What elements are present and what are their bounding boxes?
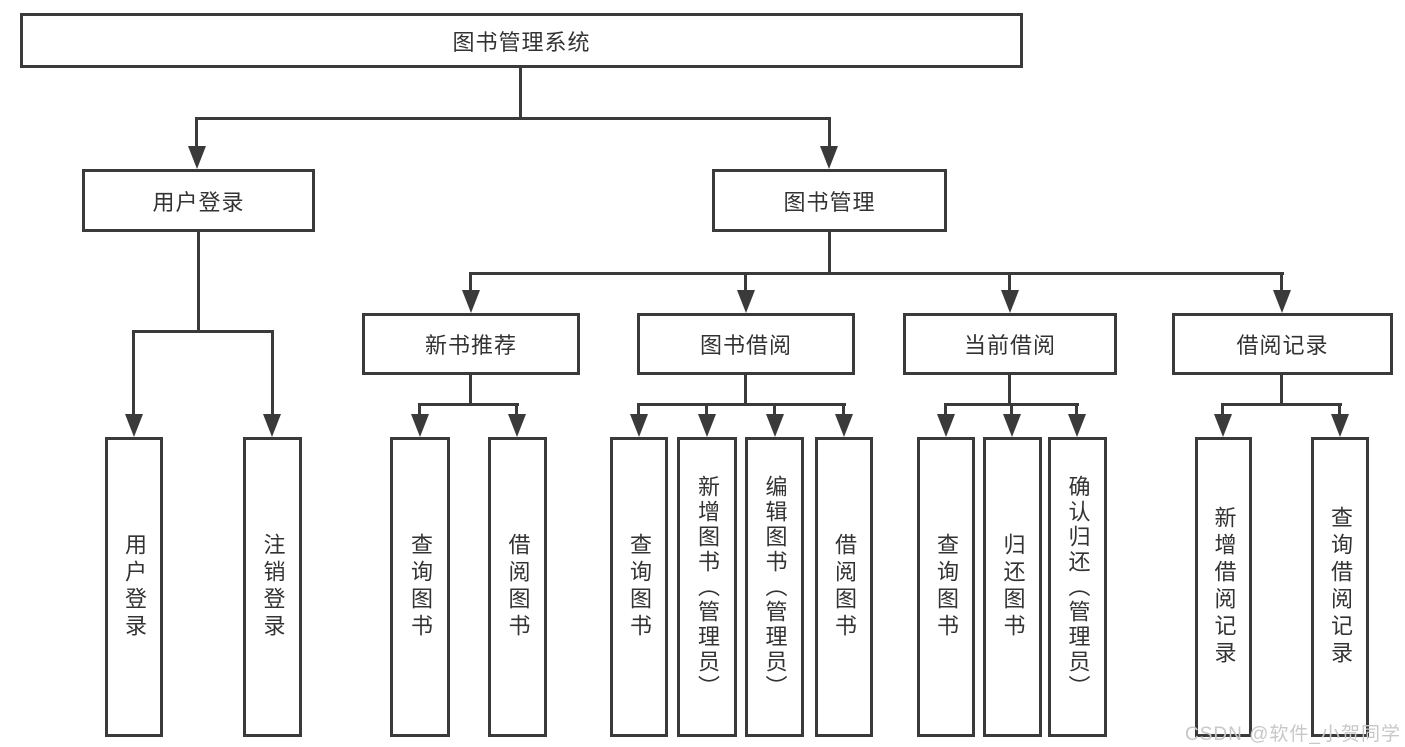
edge-to-leaf-logout-stub — [271, 330, 274, 416]
leaf-add-borrow-record: 新增借阅记录 — [1195, 437, 1252, 737]
node-root-label: 图书管理系统 — [452, 29, 591, 55]
leaf-logout: 注销登录 — [243, 437, 302, 737]
node-user-login: 用户登录 — [82, 169, 315, 232]
edge-borrowing-records-trunk — [1280, 375, 1283, 406]
leaf-return-book: 归还图书 — [983, 437, 1042, 737]
node-book-borrowing-label: 图书借阅 — [699, 333, 792, 358]
edge-user-login-trunk — [197, 232, 200, 333]
edge-book-management-trunk — [828, 232, 831, 275]
edge-borrowing-records-bar — [1221, 403, 1342, 406]
arrowhead-to-book-management — [820, 146, 838, 169]
edge-current-borrowing-leaf2-stub — [1010, 403, 1013, 418]
arrowhead-to-borrowing-records — [1273, 290, 1291, 313]
edge-book-borrowing-leaf1-stub — [637, 403, 640, 418]
edge-book-borrowing-leaf3-stub — [773, 403, 776, 418]
edge-user-login-bar — [132, 330, 274, 333]
arrowhead-current-borrowing-leaf2 — [1003, 414, 1021, 437]
arrowhead-book-borrowing-leaf2 — [698, 414, 716, 437]
edge-borrowing-records-leaf2-stub — [1338, 403, 1341, 418]
edge-book-borrowing-leaf2-stub — [705, 403, 708, 418]
edge-to-borrowing-records-stub — [1280, 272, 1283, 296]
edge-new-book-leaf1-stub — [418, 403, 421, 418]
edge-new-book-bar — [418, 403, 519, 406]
node-current-borrowing-label: 当前借阅 — [963, 333, 1056, 358]
leaf-query-books-current: 查询图书 — [917, 437, 975, 737]
leaf-borrow-books-recommend: 借阅图书 — [488, 437, 547, 737]
edge-root-trunk — [519, 68, 522, 120]
node-book-borrowing: 图书借阅 — [637, 313, 855, 375]
edge-book-borrowing-trunk — [744, 375, 747, 406]
arrowhead-to-leaf-logout — [263, 414, 281, 437]
arrowhead-book-borrowing-leaf3 — [766, 414, 784, 437]
edge-to-leaf-user-login-stub — [132, 330, 135, 416]
node-current-borrowing: 当前借阅 — [903, 313, 1117, 375]
edge-root-to-user-login-stub — [195, 117, 198, 151]
arrowhead-to-new-book-recommend — [462, 290, 480, 313]
arrowhead-book-borrowing-leaf1 — [630, 414, 648, 437]
leaf-edit-book-admin: 编辑图书（管理员） — [745, 437, 804, 737]
edge-book-borrowing-bar — [637, 403, 846, 406]
leaf-user-login: 用户登录 — [105, 437, 163, 737]
arrowhead-current-borrowing-leaf1 — [937, 414, 955, 437]
node-borrowing-records-label: 借阅记录 — [1236, 333, 1329, 358]
arrowhead-to-user-login — [188, 146, 206, 169]
arrowhead-to-current-borrowing — [1001, 290, 1019, 313]
node-new-book-recommend-label: 新书推荐 — [424, 333, 517, 358]
edge-borrowing-records-leaf1-stub — [1221, 403, 1224, 418]
edge-root-bar — [195, 117, 831, 120]
arrowhead-to-book-borrowing — [737, 290, 755, 313]
edge-current-borrowing-trunk — [1008, 375, 1011, 406]
node-root: 图书管理系统 — [20, 13, 1023, 68]
node-user-login-label: 用户登录 — [152, 189, 245, 215]
edge-new-book-trunk — [469, 375, 472, 406]
edge-to-new-book-recommend-stub — [469, 272, 472, 296]
arrowhead-new-book-leaf1 — [411, 414, 429, 437]
arrowhead-book-borrowing-leaf4 — [835, 414, 853, 437]
arrowhead-new-book-leaf2 — [508, 414, 526, 437]
arrowhead-current-borrowing-leaf3 — [1068, 414, 1086, 437]
node-borrowing-records: 借阅记录 — [1172, 313, 1393, 375]
arrowhead-to-leaf-user-login — [125, 414, 143, 437]
edge-current-borrowing-leaf1-stub — [944, 403, 947, 418]
edge-book-borrowing-leaf4-stub — [842, 403, 845, 418]
edge-new-book-leaf2-stub — [515, 403, 518, 418]
leaf-add-book-admin: 新增图书（管理员） — [677, 437, 737, 737]
node-book-management-label: 图书管理 — [783, 189, 876, 215]
leaf-confirm-return-admin: 确认归还（管理员） — [1048, 437, 1107, 737]
leaf-query-books-borrowing: 查询图书 — [610, 437, 668, 737]
edge-root-to-book-management-stub — [828, 117, 831, 151]
edge-book-management-bar — [469, 272, 1284, 275]
csdn-watermark: CSDN @软件_小贺同学 — [1185, 724, 1401, 745]
edge-to-current-borrowing-stub — [1008, 272, 1011, 296]
arrowhead-borrowing-records-leaf1 — [1214, 414, 1232, 437]
leaf-borrow-books-borrowing: 借阅图书 — [815, 437, 873, 737]
edge-to-book-borrowing-stub — [744, 272, 747, 296]
node-new-book-recommend: 新书推荐 — [362, 313, 580, 375]
edge-current-borrowing-leaf3-stub — [1075, 403, 1078, 418]
leaf-query-books-recommend: 查询图书 — [390, 437, 450, 737]
arrowhead-borrowing-records-leaf2 — [1331, 414, 1349, 437]
leaf-query-borrow-record: 查询借阅记录 — [1311, 437, 1369, 737]
node-book-management: 图书管理 — [712, 169, 947, 232]
